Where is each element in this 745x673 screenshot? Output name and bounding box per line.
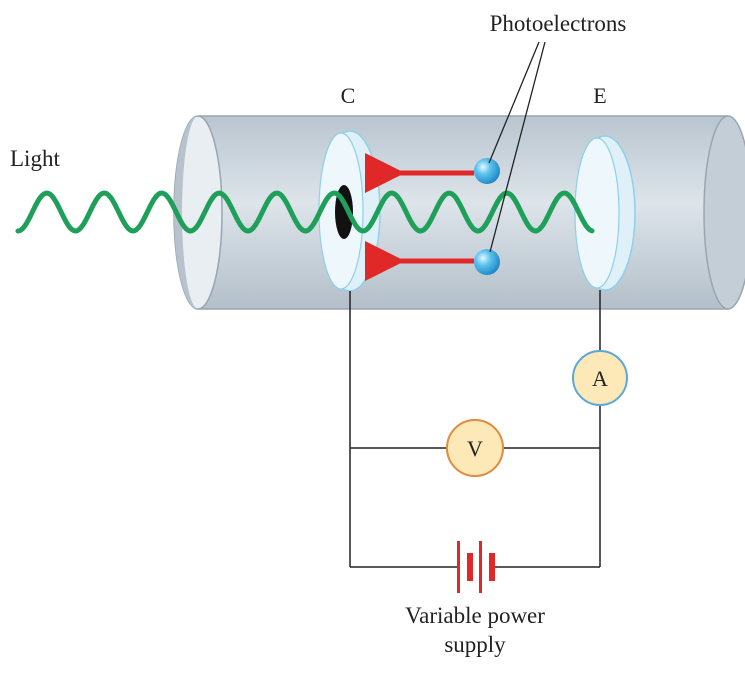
electrode-c-label: C: [341, 83, 356, 108]
vacuum-tube: [173, 115, 745, 310]
photoelectrons-label: Photoelectrons: [490, 11, 627, 36]
ammeter-icon: A: [572, 350, 628, 406]
electrode-e: [574, 135, 636, 291]
tube-right-end: [703, 115, 745, 310]
electrode-e-label: E: [593, 83, 606, 108]
power-supply-label-line2: supply: [444, 632, 506, 657]
tube-left-inner-shade: [174, 116, 198, 309]
photoelectrons-pointer-lower: [489, 41, 546, 253]
ammeter-label: A: [592, 366, 608, 391]
light-wave: [15, 190, 595, 234]
battery-icon: [457, 541, 495, 593]
photoelectron-group: [365, 153, 500, 281]
circuit-wires: [349, 290, 601, 568]
photoelectron-lower-sphere-icon: [474, 249, 500, 275]
voltmeter-icon: V: [446, 419, 504, 477]
photoelectrons-pointer-upper: [488, 41, 540, 164]
light-label: Light: [10, 146, 60, 171]
voltmeter-label: V: [467, 436, 483, 461]
electrode-e-face: [574, 137, 620, 289]
power-supply-label-line1: Variable power: [405, 603, 545, 628]
photoelectron-upper-sphere-icon: [474, 158, 500, 184]
